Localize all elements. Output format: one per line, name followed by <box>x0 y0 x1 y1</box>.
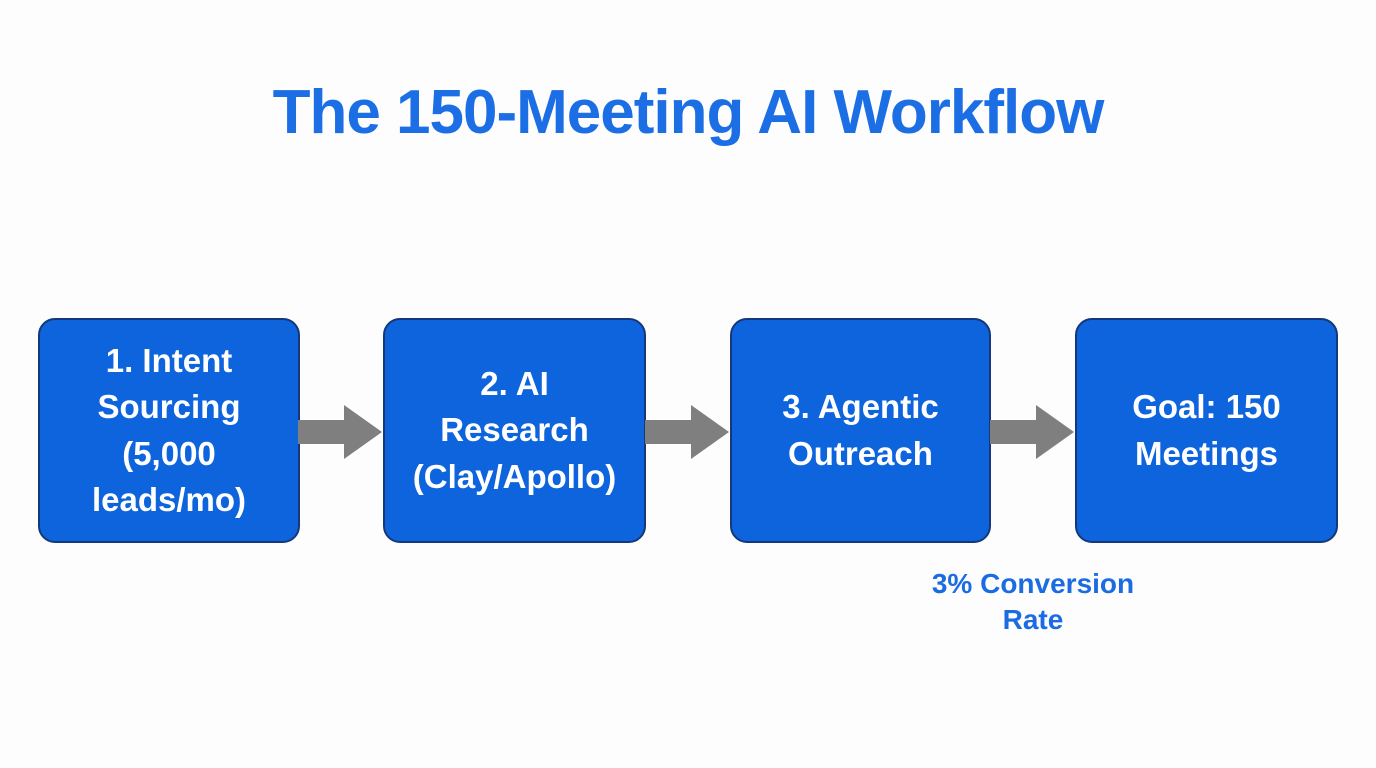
page-title: The 150-Meeting AI Workflow <box>272 78 1105 147</box>
flow-step-label: Goal: 150 Meetings <box>1132 388 1281 472</box>
flow-step-label: 3. Agentic Outreach <box>782 388 939 472</box>
flow-step-label: 2. AI Research (Clay/Apollo) <box>412 365 617 495</box>
conversion-rate-label: 3% Conversion Rate <box>931 568 1135 635</box>
flow-step-ai-research: 2. AI Research (Clay/Apollo) <box>383 318 646 543</box>
arrow-right-icon <box>990 405 1074 459</box>
flow-step-label: 1. Intent Sourcing (5,000 leads/mo) <box>91 342 247 518</box>
flow-step-goal-meetings: Goal: 150 Meetings <box>1075 318 1338 543</box>
flow-step-agentic-outreach: 3. Agentic Outreach <box>730 318 991 543</box>
arrow-right-icon <box>645 405 729 459</box>
flow-step-intent-sourcing: 1. Intent Sourcing (5,000 leads/mo) <box>38 318 300 543</box>
arrow-right-icon <box>298 405 382 459</box>
